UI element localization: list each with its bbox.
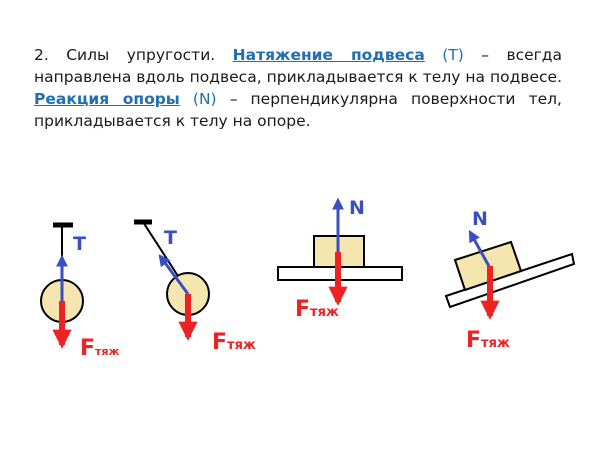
definition-paragraph: 2. Силы упругости. Натяжение подвеса (Т)… — [34, 44, 562, 132]
normal-force-label: N — [472, 208, 488, 230]
gravity-label: Fтяж — [212, 330, 256, 355]
gravity-label-main: F — [295, 297, 310, 322]
normal-force-label: N — [349, 197, 365, 219]
vertical-suspension-diagram: T Fтяж — [40, 222, 119, 361]
inclined-plane-diagram: N Fтяж — [444, 208, 576, 353]
gravity-label-main: F — [466, 328, 481, 353]
term-support-reaction-link[interactable]: Реакция опоры — [34, 90, 180, 108]
horizontal-support-diagram: N Fтяж — [277, 197, 403, 322]
gravity-label-sub: тяж — [310, 305, 339, 320]
gravity-label: Fтяж — [466, 328, 510, 353]
tension-arrow — [158, 254, 190, 295]
tension-label: T — [73, 233, 86, 255]
gravity-label-main: F — [80, 336, 95, 361]
gravity-label: Fтяж — [295, 297, 339, 322]
tension-description: – всегда направлена вдоль подвеса, прикл… — [34, 46, 563, 86]
gravity-label-main: F — [212, 330, 227, 355]
gravity-label-sub: тяж — [481, 336, 510, 351]
normal-force-arrow — [468, 229, 492, 269]
tension-symbol: (Т) — [424, 46, 464, 64]
gravity-label-sub: тяж — [95, 345, 119, 358]
support-description: – перпендикулярна поверхности тел, прикл… — [34, 90, 562, 130]
gravity-label: Fтяж — [80, 336, 119, 361]
suspension-string — [142, 221, 179, 277]
normal-symbol: (N) — [179, 90, 217, 108]
inclined-surface — [444, 252, 576, 309]
gravity-label-sub: тяж — [227, 338, 256, 353]
inclined-suspension-diagram: T Fтяж — [134, 219, 256, 355]
intro-text: 2. Силы упругости. — [34, 46, 233, 64]
term-tension-link[interactable]: Натяжение подвеса — [232, 46, 425, 64]
tension-label: T — [164, 227, 177, 249]
